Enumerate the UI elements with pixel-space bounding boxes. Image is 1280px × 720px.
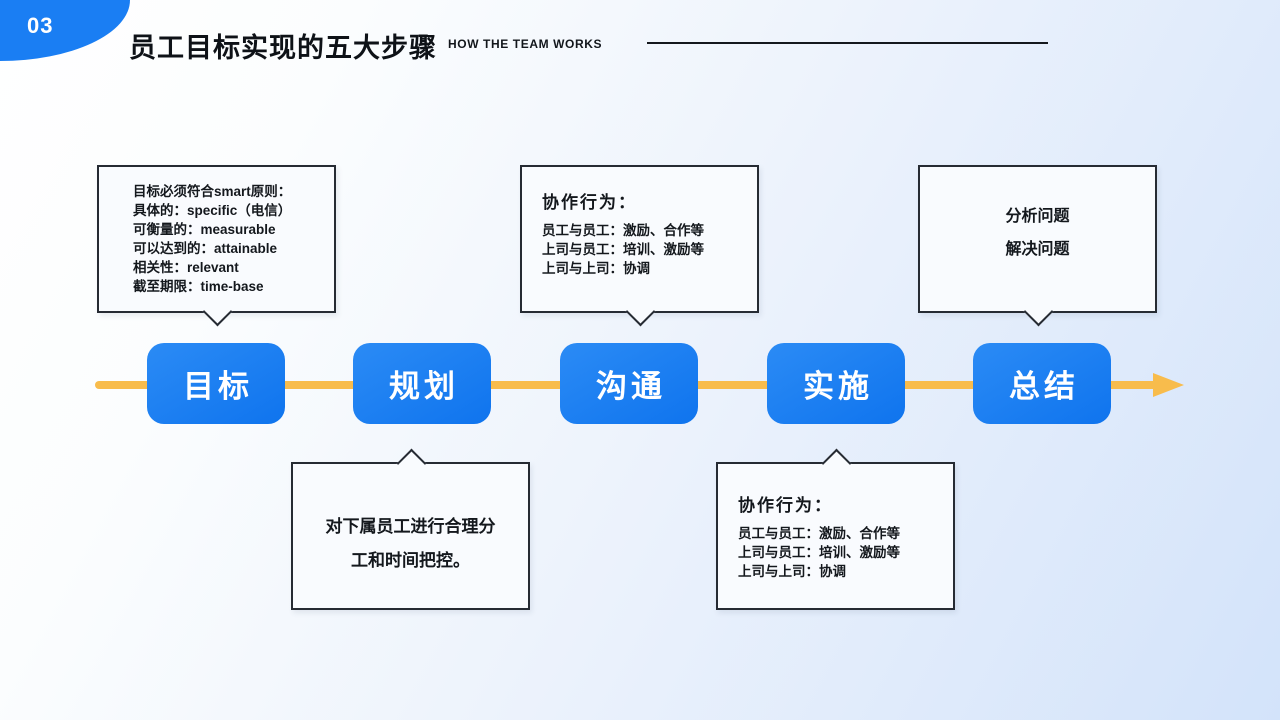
callout-implementation-line: 上司与员工：培训、激励等 <box>738 545 900 560</box>
header-divider-line <box>647 42 1048 44</box>
step-goal: 目标 <box>147 343 285 424</box>
callout-goal-line: 相关性：relevant <box>133 260 239 275</box>
callout-tail-down <box>202 296 232 327</box>
callout-goal-line: 具体的：specific（电信） <box>133 203 292 218</box>
callout-goal-line: 目标必须符合smart原则： <box>133 184 292 199</box>
slide-title: 员工目标实现的五大步骤 <box>129 33 437 63</box>
callout-communication-line: 上司与上司：协调 <box>542 261 650 276</box>
callout-goal-body: 目标必须符合smart原则： 具体的：specific（电信） 可衡量的：mea… <box>99 167 334 296</box>
callout-planning-line: 对下属员工进行合理分 <box>325 517 496 536</box>
callout-summary-line: 解决问题 <box>1005 241 1070 258</box>
step-implementation: 实施 <box>767 343 905 424</box>
step-planning: 规划 <box>353 343 491 424</box>
callout-communication-body: 协作行为： 员工与员工：激励、合作等 上司与员工：培训、激励等 上司与上司：协调 <box>522 167 757 278</box>
callout-implementation: 协作行为： 员工与员工：激励、合作等 上司与员工：培训、激励等 上司与上司：协调 <box>716 448 955 610</box>
callout-implementation-line: 员工与员工：激励、合作等 <box>738 526 900 541</box>
callout-summary: 分析问题 解决问题 <box>918 165 1157 327</box>
page-number: 03 <box>27 13 54 38</box>
step-planning-label: 规划 <box>389 369 459 404</box>
slide-subtitle: HOW THE TEAM WORKS <box>448 37 603 51</box>
callout-tail-down <box>625 296 655 327</box>
step-summary: 总结 <box>973 343 1111 424</box>
callout-planning: 对下属员工进行合理分 工和时间把控。 <box>291 448 530 610</box>
callout-goal-line: 可以达到的：attainable <box>133 241 278 256</box>
callout-summary-body: 分析问题 解决问题 <box>920 167 1155 258</box>
callout-communication-title: 协作行为： <box>542 193 637 212</box>
callout-planning-body: 对下属员工进行合理分 工和时间把控。 <box>293 464 528 578</box>
callout-goal: 目标必须符合smart原则： 具体的：specific（电信） 可衡量的：mea… <box>97 165 336 327</box>
callout-tail-down <box>1023 296 1053 327</box>
callout-planning-line: 工和时间把控。 <box>351 551 470 570</box>
callout-implementation-line: 上司与上司：协调 <box>738 564 846 579</box>
callout-communication-line: 员工与员工：激励、合作等 <box>542 223 704 238</box>
callout-implementation-title: 协作行为： <box>738 496 833 515</box>
callout-implementation-body: 协作行为： 员工与员工：激励、合作等 上司与员工：培训、激励等 上司与上司：协调 <box>718 464 953 581</box>
step-communication-label: 沟通 <box>596 369 666 404</box>
callout-communication: 协作行为： 员工与员工：激励、合作等 上司与员工：培训、激励等 上司与上司：协调 <box>520 165 759 327</box>
page-number-badge: 03 <box>0 0 130 61</box>
callout-goal-line: 可衡量的：measurable <box>133 222 276 237</box>
step-communication: 沟通 <box>560 343 698 424</box>
step-goal-label: 目标 <box>183 369 253 404</box>
callout-summary-line: 分析问题 <box>1005 208 1070 225</box>
callout-goal-line: 截至期限：time-base <box>133 279 264 294</box>
step-summary-label: 总结 <box>1009 369 1079 404</box>
callout-communication-line: 上司与员工：培训、激励等 <box>542 242 704 257</box>
step-implementation-label: 实施 <box>803 369 873 404</box>
